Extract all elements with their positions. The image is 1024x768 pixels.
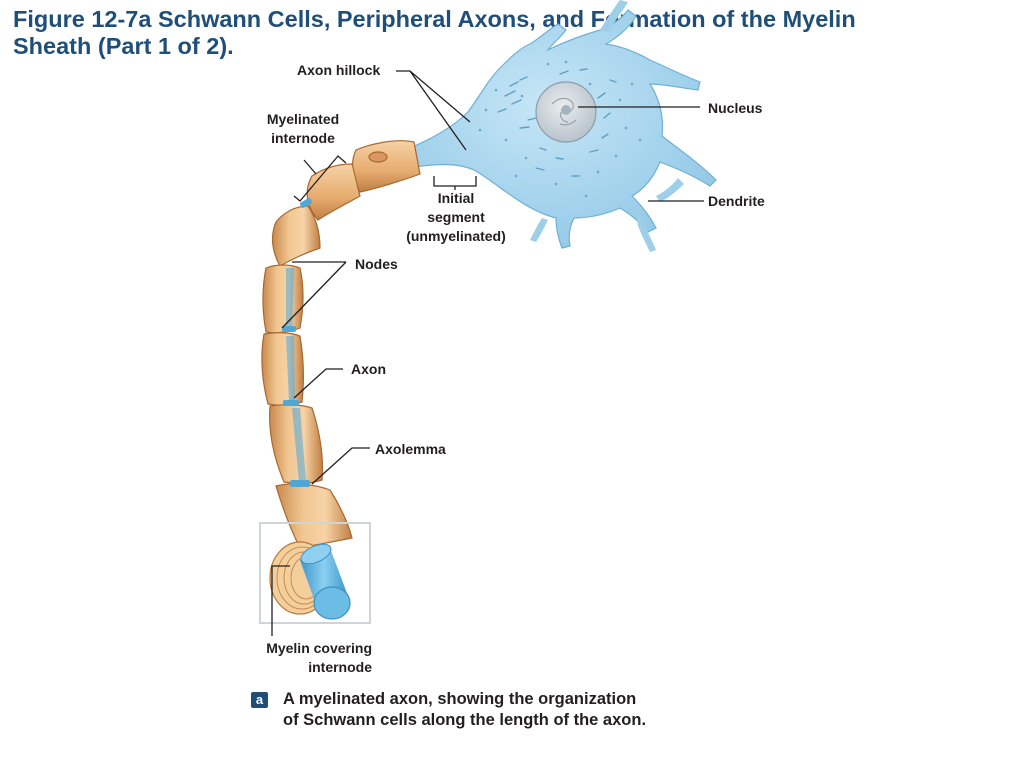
figure-caption-line-2: of Schwann cells along the length of the…	[283, 711, 647, 729]
label-initial-segment-line-3: (unmyelinated)	[406, 228, 506, 244]
label-myelin-covering-internode-line-1: Myelin covering	[266, 640, 372, 656]
label-initial-segment: Initial segment (unmyelinated)	[392, 189, 520, 246]
cell-body	[403, 0, 717, 252]
label-initial-segment-line-2: segment	[427, 209, 485, 225]
axon	[282, 198, 312, 487]
label-axon-hillock: Axon hillock	[297, 62, 381, 78]
label-myelinated-internode: Myelinated internode	[251, 110, 355, 148]
label-axon: Axon	[351, 361, 386, 377]
label-myelin-covering-internode-line-2: internode	[308, 659, 372, 675]
label-nodes: Nodes	[355, 256, 398, 272]
label-myelinated-internode-line-1: Myelinated	[266, 111, 340, 127]
label-dendrite: Dendrite	[708, 193, 765, 209]
label-myelin-covering-internode: Myelin covering internode	[232, 639, 372, 677]
cross-section-inset	[259, 522, 371, 624]
label-axolemma: Axolemma	[375, 441, 446, 457]
figure-caption-line-1: A myelinated axon, showing the organizat…	[283, 690, 637, 708]
figure-title-line-2: Sheath (Part 1 of 2).	[13, 33, 234, 59]
figure-caption: A myelinated axon, showing the organizat…	[283, 689, 646, 731]
leader-lines	[271, 70, 704, 636]
part-badge: a	[251, 692, 268, 708]
figure-title-line-1: Figure 12-7a Schwann Cells, Peripheral A…	[13, 6, 856, 32]
label-nucleus: Nucleus	[708, 100, 763, 116]
myelin-cross-section	[269, 541, 351, 620]
label-myelinated-internode-line-2: internode	[271, 130, 335, 146]
figure-title: Figure 12-7a Schwann Cells, Peripheral A…	[13, 6, 1013, 60]
label-initial-segment-line-1: Initial	[437, 190, 475, 206]
